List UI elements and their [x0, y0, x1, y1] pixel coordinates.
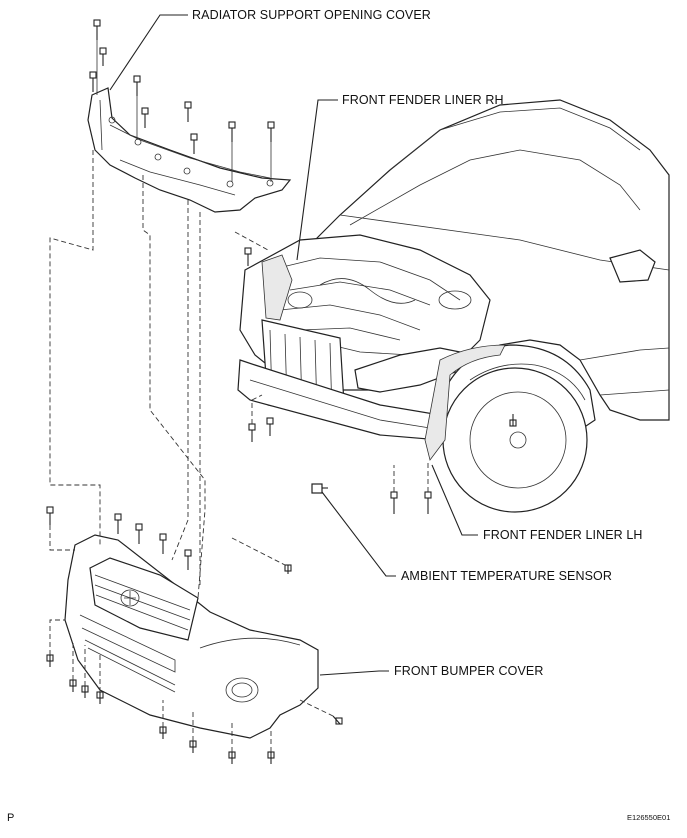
cover-clips — [89, 19, 275, 182]
figure-code: E126550E01 — [627, 813, 671, 822]
alignment-lines — [49, 150, 206, 599]
radiator-support-opening-cover — [87, 87, 292, 213]
corner-mark: P — [7, 812, 15, 824]
label-front-fender-liner-lh: FRONT FENDER LINER LH — [483, 528, 643, 542]
label-ambient-temperature-sensor: AMBIENT TEMPERATURE SENSOR — [401, 569, 612, 583]
label-front-fender-liner-rh: FRONT FENDER LINER RH — [342, 93, 504, 107]
label-radiator-support-opening-cover: RADIATOR SUPPORT OPENING COVER — [192, 8, 431, 22]
vehicle-front — [237, 99, 670, 513]
vehicle-fasteners — [234, 231, 517, 514]
front-bumper-cover — [64, 534, 319, 739]
leader-lines — [109, 14, 478, 676]
bumper-fasteners — [46, 506, 343, 764]
label-front-bumper-cover: FRONT BUMPER COVER — [394, 664, 544, 678]
ambient-temperature-sensor-part — [311, 483, 328, 494]
